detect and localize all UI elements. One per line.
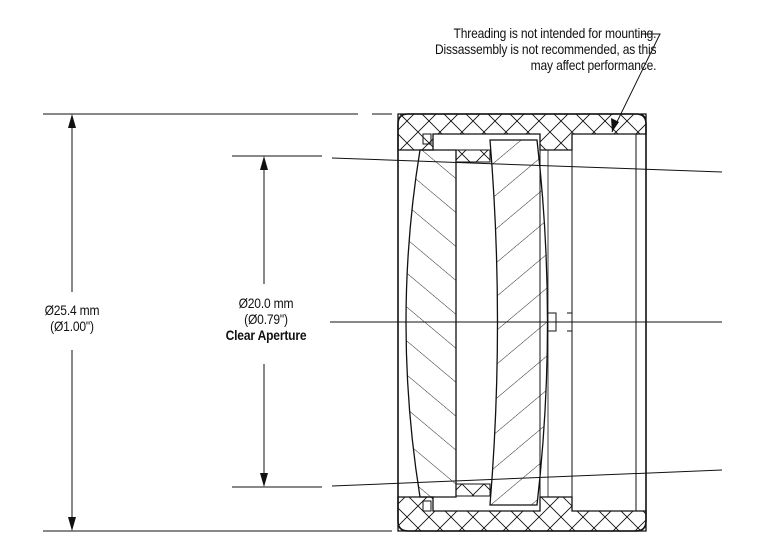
mounting-note-line1: Threading is not intended for mounting. — [453, 25, 656, 41]
outer-diameter-label: Ø25.4 mm (Ø1.00") — [29, 302, 115, 334]
clear-aperture-label: Ø20.0 mm (Ø0.79") Clear Aperture — [214, 295, 317, 343]
outer-diameter-dimension — [43, 113, 392, 532]
mounting-note-line2: Dissassembly is not recommended, as this — [434, 41, 656, 57]
clear-aperture-imperial: (Ø0.79") — [244, 311, 288, 327]
optical-rays — [330, 157, 723, 487]
mounting-note: Threading is not intended for mounting. … — [435, 25, 656, 73]
lens-element-1 — [405, 149, 457, 498]
spacer-rings — [455, 149, 491, 497]
outer-diameter-imperial: (Ø1.00") — [50, 318, 94, 334]
clear-aperture-metric: Ø20.0 mm — [238, 295, 294, 311]
mounting-note-line3: may affect performance. — [530, 57, 656, 73]
clear-aperture-dimension — [232, 155, 322, 488]
annotation-leader — [611, 33, 661, 133]
outer-diameter-metric: Ø25.4 mm — [44, 302, 100, 318]
clear-aperture-caption: Clear Aperture — [225, 327, 307, 343]
lens-housing — [397, 113, 647, 532]
